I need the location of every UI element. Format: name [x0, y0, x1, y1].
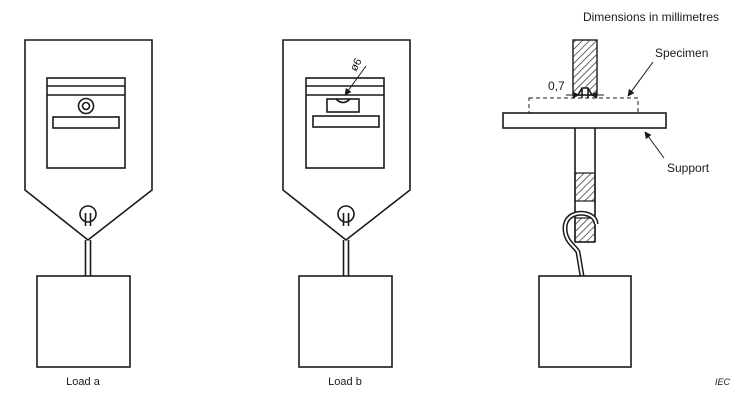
load-b-assembly: ø6 [282, 39, 411, 368]
gap-dimension-label: 0,7 [548, 79, 565, 93]
load-b-keyhole [337, 205, 355, 223]
load-a-specimen-bar [52, 116, 120, 129]
specimen-leader [627, 61, 654, 97]
support-label: Support [667, 161, 710, 175]
load-b-specimen-bar [312, 115, 380, 128]
load-a-assembly [24, 39, 153, 368]
support-plate [502, 112, 667, 129]
dimensions-note: Dimensions in millimetres [583, 10, 719, 24]
support-leader [644, 131, 665, 159]
lower-rod-section [574, 172, 596, 202]
load-b-caption: Load b [328, 376, 362, 388]
load-a-ring [77, 97, 95, 115]
lower-rod-section-2 [574, 217, 596, 243]
load-b-pin-block [326, 98, 360, 113]
specimen-layer [528, 97, 639, 114]
load-b-weight [298, 275, 393, 368]
iec-source-mark: IEC [715, 377, 731, 387]
upper-clamp-section [572, 39, 598, 96]
section-weight [538, 275, 632, 368]
specimen-label: Specimen [655, 46, 708, 60]
section-assembly: 0,7 Specimen Support [502, 39, 710, 368]
load-a-weight [36, 275, 131, 368]
load-b-diameter-label: ø6 [348, 56, 365, 73]
load-a-caption: Load a [66, 376, 101, 388]
load-a-keyhole [79, 205, 97, 223]
load-b-diameter-leader [344, 65, 367, 96]
